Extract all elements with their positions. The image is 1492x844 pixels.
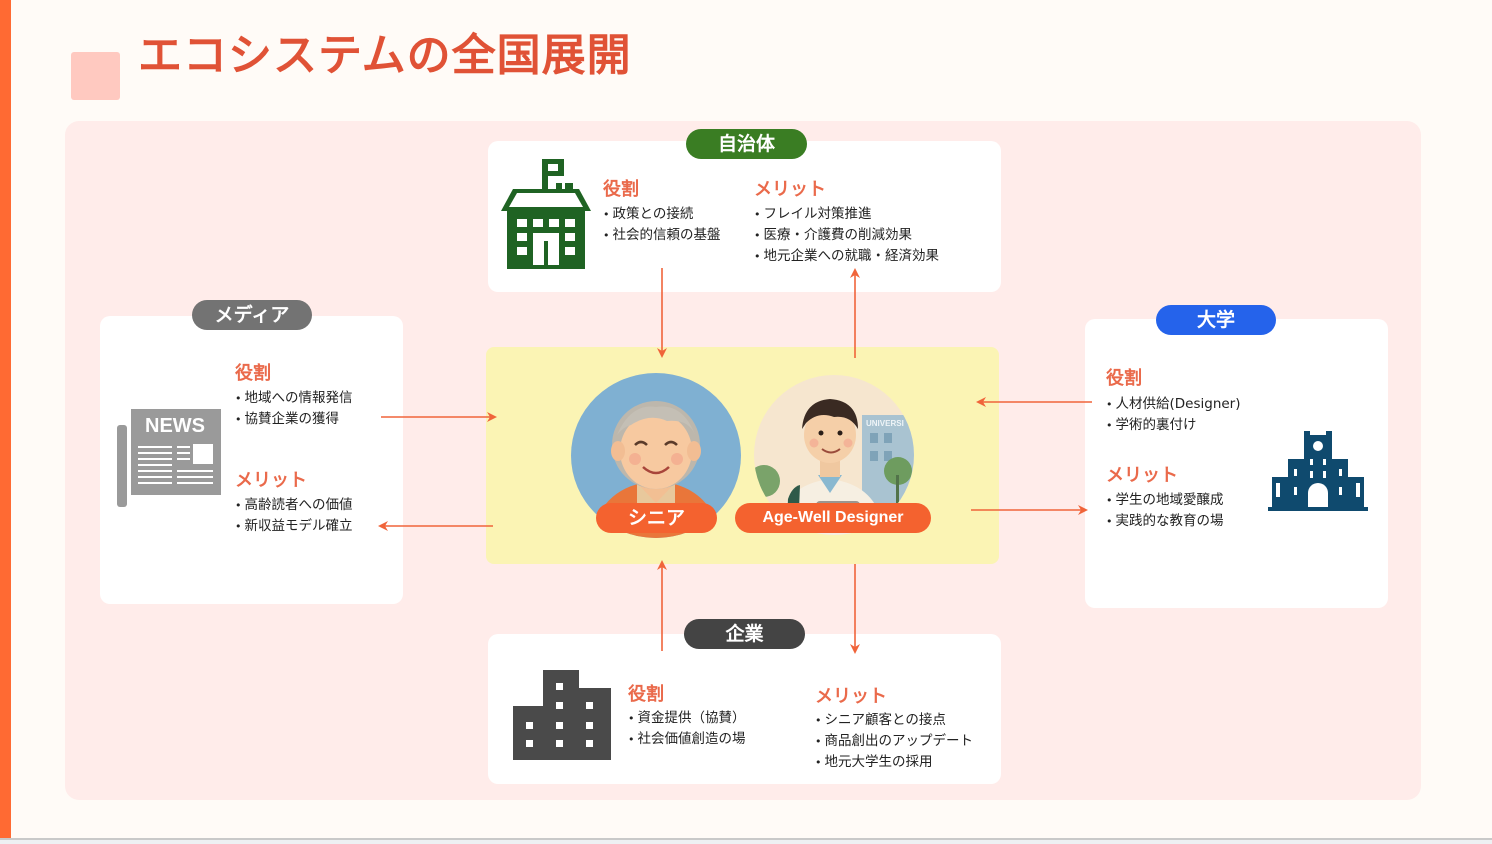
list-item: 資金提供（協賛） — [628, 708, 746, 729]
university-role-heading: 役割 — [1106, 368, 1142, 389]
university-card: 役割 人材供給(Designer) 学術的裏付け メリット 学生の地域愛醸成 実… — [1085, 319, 1388, 608]
city-hall-icon — [501, 159, 591, 269]
university-merit-heading: メリット — [1106, 465, 1178, 486]
newspaper-icon: NEWS — [117, 409, 221, 507]
senior-label: シニア — [596, 503, 717, 533]
list-item: 学生の地域愛醸成 — [1106, 490, 1224, 511]
list-item: 地元企業への就職・経済効果 — [754, 246, 940, 267]
municipality-merit-list: フレイル対策推進 医療・介護費の削減効果 地元企業への就職・経済効果 — [754, 204, 940, 267]
company-role-heading: 役割 — [628, 684, 664, 705]
municipality-role-heading: 役割 — [603, 179, 639, 200]
list-item: 協賛企業の獲得 — [235, 409, 353, 430]
list-item: 高齢読者への価値 — [235, 495, 353, 516]
company-merit-heading: メリット — [815, 686, 887, 707]
municipality-card: 役割 政策との接続 社会的信頼の基盤 メリット フレイル対策推進 医療・介護費の… — [488, 141, 1001, 292]
university-building-icon — [1268, 431, 1368, 511]
media-role-heading: 役割 — [235, 363, 271, 384]
list-item: 商品創出のアップデート — [815, 731, 974, 752]
municipality-merit-heading: メリット — [754, 179, 826, 200]
media-card: NEWS 役割 地域への情報発信 協賛企業の獲得 メリット 高齢読者への価値 新… — [100, 316, 403, 604]
university-pill: 大学 — [1156, 305, 1276, 335]
university-merit-list: 学生の地域愛醸成 実践的な教育の場 — [1106, 490, 1224, 532]
list-item: フレイル対策推進 — [754, 204, 939, 225]
bottom-divider — [0, 838, 1492, 844]
designer-label: Age-Well Designer — [735, 503, 931, 533]
left-accent-bar — [0, 0, 11, 838]
media-pill: メディア — [192, 300, 312, 330]
list-item: 政策との接続 — [603, 204, 721, 225]
list-item: 地域への情報発信 — [235, 388, 353, 409]
list-item: 人材供給(Designer) — [1106, 394, 1241, 415]
list-item: 医療・介護費の削減効果 — [754, 225, 939, 246]
list-item: 実践的な教育の場 — [1106, 511, 1224, 532]
municipality-pill: 自治体 — [686, 129, 807, 159]
office-building-icon — [513, 670, 611, 760]
media-merit-heading: メリット — [235, 470, 307, 491]
list-item: 地元大学生の採用 — [815, 752, 973, 773]
svg-text:UNIVERSI: UNIVERSI — [866, 419, 904, 428]
svg-text:NEWS: NEWS — [145, 415, 205, 437]
list-item: 新収益モデル確立 — [235, 516, 353, 537]
title-marker — [71, 52, 120, 100]
list-item: 社会価値創造の場 — [628, 729, 746, 750]
company-pill: 企業 — [684, 619, 805, 649]
list-item: 学術的裏付け — [1106, 415, 1241, 436]
company-card: 役割 資金提供（協賛） 社会価値創造の場 メリット シニア顧客との接点 商品創出… — [488, 634, 1001, 784]
company-role-list: 資金提供（協賛） 社会価値創造の場 — [628, 708, 746, 750]
municipality-role-list: 政策との接続 社会的信頼の基盤 — [603, 204, 721, 246]
university-role-list: 人材供給(Designer) 学術的裏付け — [1106, 394, 1241, 436]
media-merit-list: 高齢読者への価値 新収益モデル確立 — [235, 495, 353, 537]
list-item: 社会的信頼の基盤 — [603, 225, 721, 246]
list-item: シニア顧客との接点 — [815, 710, 973, 731]
media-role-list: 地域への情報発信 協賛企業の獲得 — [235, 388, 353, 430]
page-title: エコシステムの全国展開 — [138, 30, 632, 81]
company-merit-list: シニア顧客との接点 商品創出のアップデート 地元大学生の採用 — [815, 710, 974, 773]
